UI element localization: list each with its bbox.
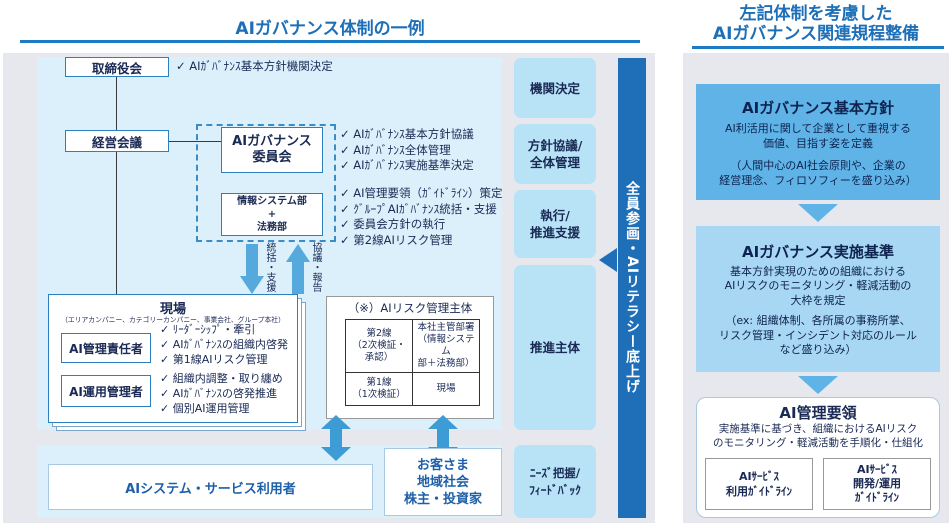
list-item: ✓ AIｶﾞﾊﾞﾅﾝｽの啓発推進	[160, 387, 277, 400]
list-item: ✓ ﾘｰﾀﾞｰｼｯﾌﾟ・牽引	[160, 323, 256, 336]
arrow-up-label: 協議・報告	[310, 242, 321, 292]
stage-institutional-decision: 機関決定	[514, 58, 596, 118]
left-title-rule	[20, 40, 640, 43]
committee-line2: 委員会	[252, 150, 292, 165]
mgmt-site-connector	[116, 152, 117, 294]
right-title-line2: AIガバナンス関連規程整備	[712, 24, 920, 44]
table-cell: 第2線（2次検証・承認）	[345, 319, 413, 373]
list-item: ✓ AI管理要領（ｶﾞｲﾄﾞﾗｲﾝ）策定	[340, 186, 503, 200]
right-title-rule	[692, 46, 944, 49]
stage-label: 方針協議/	[527, 138, 583, 153]
all-participation-banner: 全員参画・AIリテラシー底上げ	[618, 58, 646, 518]
standard-title: AIガバナンス実施基準	[742, 242, 894, 261]
risk-panel-title: （※）AIリスク管理主体	[347, 301, 473, 315]
committee-line1: AIガバナンス	[232, 134, 312, 149]
table-cell: 第1線（1次検証）	[345, 372, 413, 406]
users-double-arrow-icon	[321, 415, 351, 461]
right-title: 左記体制を考慮した AIガバナンス関連規程整備	[680, 4, 952, 44]
stakeholder-line3: 株主・投資家	[403, 491, 482, 507]
guide1-line1: AIｻｰﾋﾞｽ	[738, 470, 780, 483]
stage-policy-discussion: 方針協議/ 全体管理	[514, 124, 596, 184]
ai-governance-standard-box: AIガバナンス実施基準 基本方針実現のための組織における AIリスクのモニタリン…	[696, 226, 940, 372]
standard-text: 基本方針実現のための組織における AIリスクのモニタリング・軽減活動の 大枠を規…	[719, 264, 917, 357]
table-cell: 現場	[412, 372, 480, 406]
list-item: ✓ 個別AI運用管理	[160, 402, 250, 415]
ai-system-users-box: AIシステム・サービス利用者	[48, 464, 373, 510]
it-legal-department-box: 情報システム部 + 法務部	[221, 193, 323, 236]
board-box: 取締役会	[65, 57, 169, 77]
stage-promotion-entity: 推進主体	[514, 265, 596, 430]
up-arrow-icon	[286, 244, 310, 294]
guide2-line3: ｶﾞｲﾄﾞﾗｲﾝ	[855, 491, 899, 504]
guide1-line2: 利用ｶﾞｲﾄﾞﾗｲﾝ	[726, 485, 792, 498]
policy-title: AIガバナンス基本方針	[742, 98, 894, 117]
list-item: ✓ AIｶﾞﾊﾞﾅﾝｽ基本方針協議	[340, 127, 474, 141]
risk-table: 第2線（2次検証・承認） 本社主管部署（情報システム部＋法務部） 第1線（1次検…	[345, 319, 480, 406]
ai-manager-box: AI管理責任者	[61, 333, 151, 363]
site-title: 現場	[159, 302, 186, 317]
list-item: ✓ ｸﾞﾙｰﾌﾟAIｶﾞﾊﾞﾅﾝｽ統括・支援	[340, 201, 497, 216]
stage-label: ﾆｰｽﾞ把握/	[529, 465, 581, 480]
stakeholders-box: お客さま 地域社会 株主・投資家	[384, 448, 502, 516]
banner-pointer-icon	[599, 248, 617, 272]
arrow-down-label: 統括・支援	[264, 242, 275, 292]
ai-operator-box: AI運用管理者	[61, 375, 151, 407]
table-row: 第1線（1次検証） 現場	[345, 372, 480, 406]
stakeholder-line1: お客さま	[416, 457, 469, 473]
management-meeting-box: 経営会議	[65, 130, 169, 152]
list-item: ✓ 組織内調整・取り纏め	[160, 372, 283, 385]
ai-governance-committee-box: AIガバナンス 委員会	[221, 127, 323, 173]
stage-execution-support: 執行/ 推進支援	[514, 190, 596, 258]
rules-text: 実施基準に基づき、組織におけるAIリスク のモニタリング・軽減活動を手順化・仕組…	[713, 423, 923, 449]
list-item: ✓ AIｶﾞﾊﾞﾅﾝｽ実施基準決定	[340, 158, 474, 172]
ai-governance-policy-box: AIガバナンス基本方針 AI利活用に関して企業として重視する 価値、目指す姿を定…	[696, 84, 940, 200]
dept-line3: 法務部	[257, 222, 287, 233]
list-item: ✓ AIｶﾞﾊﾞﾅﾝｽの組織内啓発	[160, 338, 288, 351]
standard-to-rules-arrow-icon	[798, 376, 838, 394]
list-item: ✓ 委員会方針の執行	[340, 217, 446, 231]
stakeholder-line2: 地域社会	[416, 474, 469, 490]
stage-label: ﾌｨｰﾄﾞﾊﾞｯｸ	[529, 482, 581, 497]
stage-label: 推進支援	[529, 225, 580, 240]
dept-line1: 情報システム部	[237, 196, 307, 207]
right-title-line1: 左記体制を考慮した	[739, 4, 893, 24]
list-item: ✓ AIｶﾞﾊﾞﾅﾝｽ基本方針機関決定	[176, 59, 333, 73]
list-item: ✓ AIｶﾞﾊﾞﾅﾝｽ全体管理	[340, 142, 451, 157]
stage-label: 推進主体	[529, 340, 580, 355]
site-subtitle: （エリアカンパニー、カテゴリーカンパニー、事業会社、グループ本社）	[61, 316, 285, 324]
down-arrow-icon	[240, 244, 264, 294]
board-bullets: ✓ AIｶﾞﾊﾞﾅﾝｽ基本方針機関決定	[176, 59, 333, 75]
banner-text: 全員参画・AIリテラシー底上げ	[624, 181, 640, 395]
policy-text: AI利活用に関して企業として重視する 価値、目指す姿を定義 （人間中心のAI社会…	[719, 121, 917, 187]
service-use-guideline-box: AIｻｰﾋﾞｽ 利用ｶﾞｲﾄﾞﾗｲﾝ	[705, 458, 813, 510]
guide2-line2: 開発/運用	[852, 477, 902, 490]
list-item: ✓ 第2線AIリスク管理	[340, 232, 453, 247]
ai-operator-bullets: ✓ 組織内調整・取り纏め ✓ AIｶﾞﾊﾞﾅﾝｽの啓発推進 ✓ 個別AI運用管理	[160, 371, 283, 416]
rules-title: AI管理要領	[779, 404, 857, 422]
board-mgmt-connector	[116, 76, 117, 130]
committee-bullets: ✓ AIｶﾞﾊﾞﾅﾝｽ基本方針協議 ✓ AIｶﾞﾊﾞﾅﾝｽ全体管理 ✓ AIｶﾞ…	[340, 127, 474, 174]
committee-group-dashed	[196, 124, 336, 242]
service-dev-ops-guideline-box: AIｻｰﾋﾞｽ 開発/運用 ｶﾞｲﾄﾞﾗｲﾝ	[823, 458, 931, 510]
guide2-line1: AIｻｰﾋﾞｽ	[856, 463, 898, 476]
table-row: 第2線（2次検証・承認） 本社主管部署（情報システム部＋法務部）	[345, 319, 480, 373]
ai-manager-bullets: ✓ ﾘｰﾀﾞｰｼｯﾌﾟ・牽引 ✓ AIｶﾞﾊﾞﾅﾝｽの組織内啓発 ✓ 第1線AI…	[160, 322, 288, 367]
list-item: ✓ 第1線AIリスク管理	[160, 353, 268, 366]
table-cell: 本社主管部署（情報システム部＋法務部）	[412, 319, 480, 373]
stage-label: 執行/	[540, 208, 570, 223]
stage-label: 全体管理	[529, 155, 580, 170]
stage-needs-feedback: ﾆｰｽﾞ把握/ ﾌｨｰﾄﾞﾊﾞｯｸ	[514, 445, 596, 518]
mgmt-committee-connector	[168, 141, 221, 142]
policy-to-standard-arrow-icon	[798, 204, 838, 222]
stage-label: 機関決定	[529, 80, 580, 96]
dept-line2: +	[267, 209, 277, 220]
left-title: AIガバナンス体制の一例	[235, 19, 425, 39]
department-bullets: ✓ AI管理要領（ｶﾞｲﾄﾞﾗｲﾝ）策定 ✓ ｸﾞﾙｰﾌﾟAIｶﾞﾊﾞﾅﾝｽ統括…	[340, 186, 503, 248]
